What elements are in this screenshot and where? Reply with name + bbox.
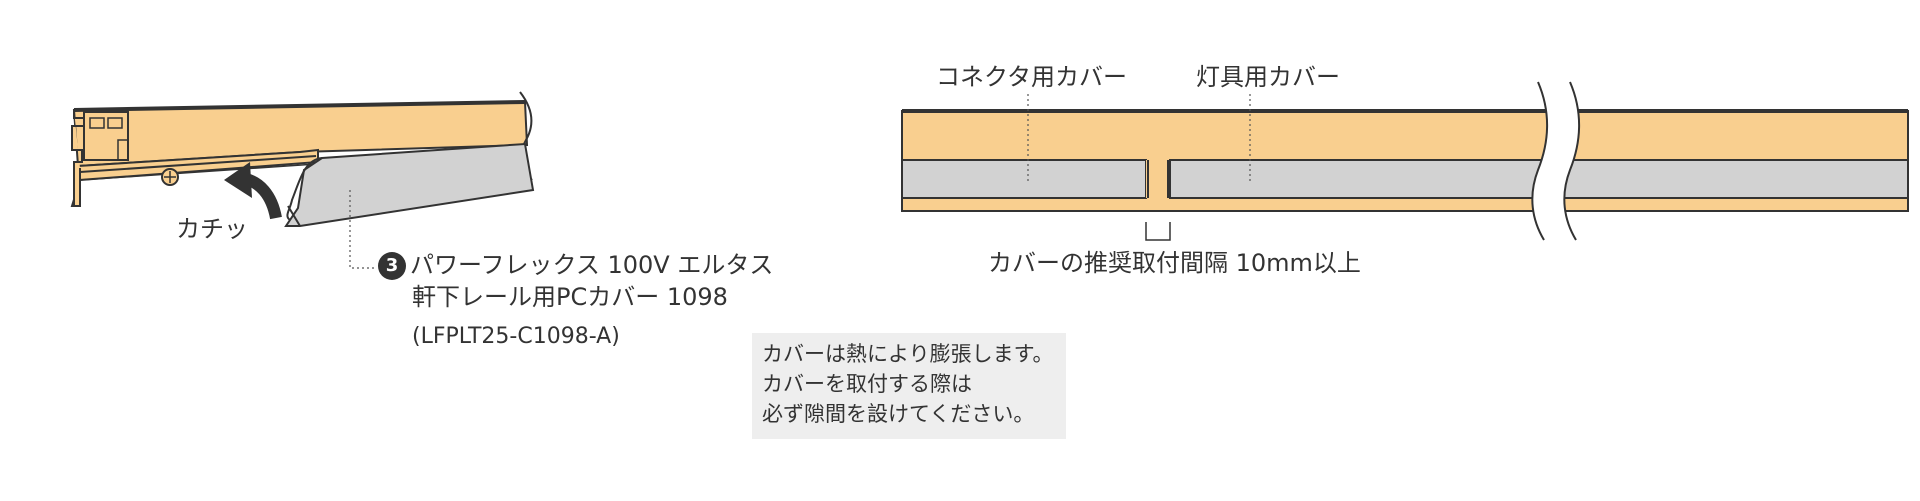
screw-icon [161, 168, 179, 186]
part-name-text: パワーフレックス 100V エルタス [410, 251, 774, 279]
part-code: (LFPLT25-C1098-A) [412, 324, 620, 349]
note-line-1: カバーは熱により膨張します。 [762, 342, 1054, 366]
top-view-break [1532, 82, 1579, 240]
rail-side-view [70, 91, 535, 269]
rail-end-bracket [71, 110, 129, 207]
note-line-2: カバーを取付する際は [762, 372, 972, 396]
connector-cover-segment [901, 159, 1147, 199]
part-leader-line [349, 190, 374, 269]
note-line-3: 必ず隙間を設けてください。 [762, 402, 1035, 426]
snap-arrow-icon [224, 162, 282, 220]
rail-top-view [901, 81, 1909, 241]
part-number-badge: 3 [378, 252, 406, 280]
caution-note: カバーは熱により膨張します。 カバーを取付する際は 必ず隙間を設けてください。 [752, 333, 1066, 439]
fixture-cover-label: 灯具用カバー [1196, 63, 1340, 91]
pc-cover-clip-hook [286, 157, 323, 221]
gap-label: カバーの推奨取付間隔 10mm以上 [988, 249, 1361, 277]
click-label: カチッ [176, 215, 248, 243]
connector-cover-label: コネクタ用カバー [936, 63, 1128, 91]
part-name-line2: 軒下レール用PCカバー 1098 [412, 283, 728, 311]
connector-body [1146, 160, 1170, 198]
pc-cover [284, 142, 535, 227]
rail-top-edge [73, 100, 526, 112]
gap-dimension-bracket [1145, 222, 1171, 241]
